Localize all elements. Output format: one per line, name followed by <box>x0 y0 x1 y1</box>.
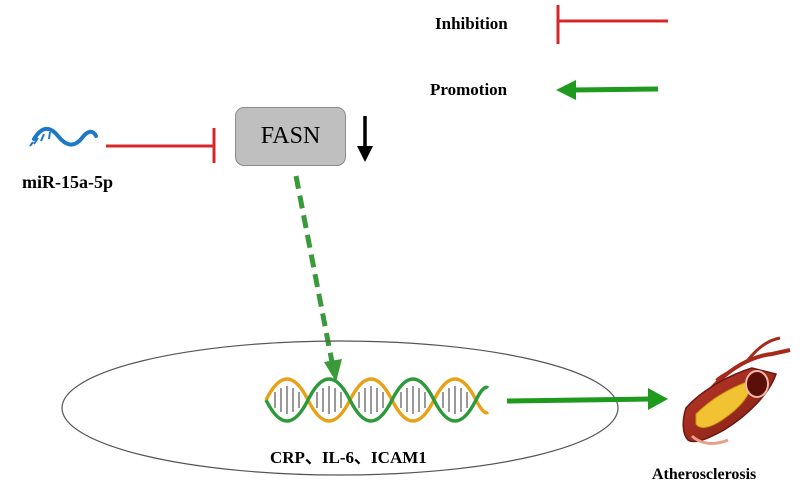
mirna-label: miR-15a-5p <box>22 172 113 192</box>
atherosclerosis-label: Atherosclerosis <box>652 466 757 483</box>
mirna-strand-icon <box>29 126 98 147</box>
down-arrow-icon <box>357 116 373 162</box>
legend-inhibition-symbol <box>556 5 668 44</box>
edge-fasn-promotes-genes <box>293 175 342 382</box>
edge-genes-promote-atherosclerosis <box>506 388 668 410</box>
fasn-label: FASN <box>260 123 321 149</box>
legend-inhibition-label: Inhibition <box>435 14 508 33</box>
dna-helix-icon <box>264 377 490 423</box>
legend-promotion-symbol <box>556 80 659 100</box>
fasn-node: FASN <box>235 107 346 166</box>
genes-label: CRP、IL-6、ICAM1 <box>270 448 427 467</box>
edge-mirna-inhibits-fasn <box>106 128 216 163</box>
artery-plaque-icon <box>682 336 791 445</box>
legend-promotion-label: Promotion <box>430 80 508 99</box>
nucleus-ellipse <box>61 340 619 476</box>
